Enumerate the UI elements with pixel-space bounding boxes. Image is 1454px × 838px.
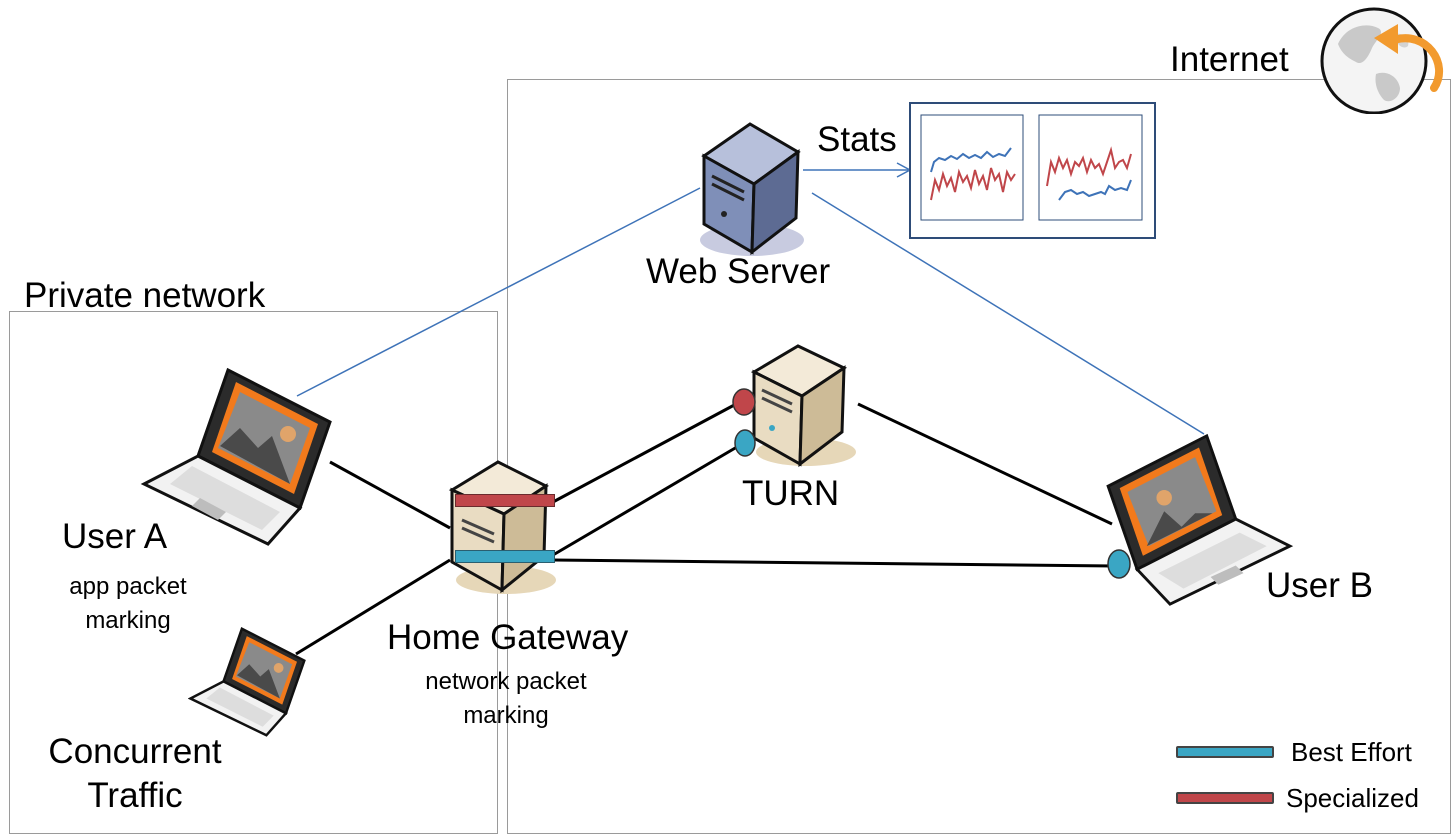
laptop-icon — [188, 627, 306, 737]
internet-zone — [507, 79, 1451, 834]
user-a-note: app packet marking — [40, 570, 216, 638]
legend-swatch-best-effort — [1176, 746, 1274, 758]
stats-plot-1-red — [930, 167, 1016, 201]
concurrent-traffic-line-1: Concurrent — [48, 732, 222, 771]
user-b-label: User B — [1266, 566, 1373, 605]
media-line-gateway-turn-besteffort — [552, 442, 743, 557]
stats-plot-2-blue — [1058, 179, 1132, 201]
gateway-specialized-bar — [455, 494, 555, 507]
user-a-note-line-1: app packet — [69, 573, 187, 600]
media-line-usera-gateway — [329, 460, 451, 530]
web-server-label: Web Server — [646, 252, 831, 291]
stats-plot-1 — [920, 114, 1024, 221]
gateway-besteffort-bar — [455, 550, 555, 563]
home-gateway-icon — [448, 460, 556, 594]
turn-specialized-marker — [732, 388, 756, 416]
user-a-note-line-2: marking — [85, 607, 171, 634]
web-server-icon — [700, 122, 804, 256]
laptop-icon — [1106, 433, 1294, 606]
stats-plot-2 — [1038, 114, 1143, 221]
laptop-icon — [140, 367, 332, 546]
media-line-gateway-turn-specialized — [552, 401, 739, 504]
signal-line-usera-webserver — [296, 187, 701, 397]
gateway-note-line-2: marking — [463, 702, 549, 729]
globe-icon — [1320, 7, 1443, 114]
home-gateway-label: Home Gateway — [387, 618, 629, 657]
legend-label-best-effort: Best Effort — [1291, 737, 1412, 767]
concurrent-traffic-label: Concurrent Traffic — [30, 730, 240, 818]
private-network-label: Private network — [24, 276, 266, 315]
internet-label: Internet — [1170, 40, 1289, 79]
user-a-label: User A — [62, 517, 168, 556]
gateway-note: network packet marking — [400, 665, 612, 733]
media-line-gateway-userb — [552, 558, 1116, 568]
turn-server-icon — [750, 344, 856, 468]
legend-label-specialized: Specialized — [1286, 783, 1419, 813]
concurrent-traffic-line-2: Traffic — [87, 776, 183, 815]
turn-besteffort-marker — [734, 429, 756, 457]
media-line-concurrent-gateway — [295, 558, 451, 656]
legend-swatch-specialized — [1176, 792, 1274, 804]
stats-label: Stats — [817, 120, 897, 159]
stats-plot-2-red — [1046, 146, 1132, 187]
stats-plot-1-blue — [930, 147, 1012, 173]
signal-line-webserver-userb — [811, 192, 1205, 435]
userb-besteffort-marker — [1107, 549, 1131, 579]
turn-label: TURN — [742, 474, 840, 513]
stats-panel — [909, 102, 1156, 239]
gateway-note-line-1: network packet — [425, 668, 587, 695]
media-line-turn-userb — [857, 402, 1113, 526]
